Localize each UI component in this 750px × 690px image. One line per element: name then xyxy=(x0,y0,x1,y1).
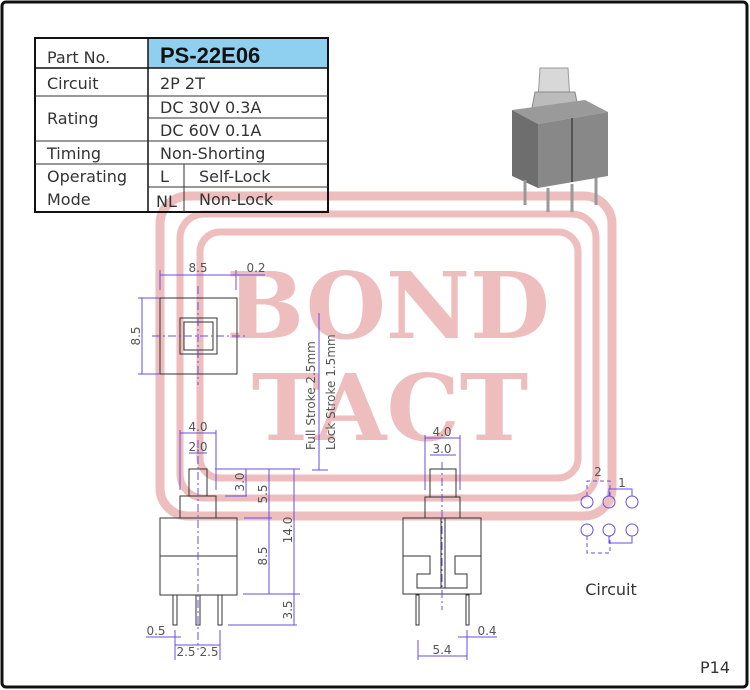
lock-stroke-label: Lock Stroke 1.5mm xyxy=(324,334,338,450)
pole-label: 2 xyxy=(594,465,602,479)
rating-label: Rating xyxy=(47,109,99,128)
timing-label: Timing xyxy=(46,144,101,163)
dim-label: 14.0 xyxy=(281,517,295,544)
dim-label: 3.0 xyxy=(233,472,247,491)
dim-label: 0.2 xyxy=(246,261,265,275)
mode-name: Non-Lock xyxy=(199,190,274,209)
watermark-line2: TACT xyxy=(252,354,529,462)
circuit-value: 2P 2T xyxy=(160,74,205,93)
watermark-logo: BOND TACT xyxy=(155,191,617,521)
mode-label: Mode xyxy=(47,190,91,209)
dim-label: 3.0 xyxy=(432,442,451,456)
pole-label: 1 xyxy=(618,476,626,490)
dim-label: 5.5 xyxy=(256,484,270,503)
side-view-drawing: 4.0 3.0 0.4 5.4 xyxy=(402,425,497,660)
dim-label: 2.0 xyxy=(188,440,207,454)
circuit-diagram: 2 1 Circuit xyxy=(580,465,639,599)
stroke-annotation: Full Stroke 2.5mm Lock Stroke 1.5mm xyxy=(304,313,338,471)
dim-label: 4.0 xyxy=(432,425,451,439)
dim-label: 8.5 xyxy=(129,326,143,345)
dim-label: 8.5 xyxy=(256,546,270,565)
page-number: P14 xyxy=(700,658,730,677)
dim-label: 3.5 xyxy=(281,600,295,619)
watermark-line1: BOND xyxy=(226,252,549,360)
mode-code: NL xyxy=(156,192,177,211)
timing-value: Non-Shorting xyxy=(160,144,265,163)
mode-name: Self-Lock xyxy=(199,167,271,186)
dim-label: 0.4 xyxy=(477,624,496,638)
spec-table: Part No. PS-22E06 Circuit 2P 2T Rating D… xyxy=(34,37,329,213)
part-no-label: Part No. xyxy=(47,48,110,67)
circuit-label: Circuit xyxy=(47,74,99,93)
dim-label: 2.5 xyxy=(199,645,218,659)
part-no-value: PS-22E06 xyxy=(160,43,260,68)
rating-value: DC 60V 0.1A xyxy=(160,121,261,140)
top-view-drawing: 8.5 0.2 8.5 xyxy=(129,261,266,385)
dim-label: 5.4 xyxy=(432,643,451,657)
mode-label: Operating xyxy=(47,167,127,186)
dim-label: 0.5 xyxy=(146,624,165,638)
dim-label: 8.5 xyxy=(188,261,207,275)
product-photo xyxy=(512,67,608,212)
circuit-caption: Circuit xyxy=(585,580,637,599)
full-stroke-label: Full Stroke 2.5mm xyxy=(304,341,318,450)
mode-code: L xyxy=(160,167,169,186)
dim-label: 4.0 xyxy=(188,420,207,434)
dim-label: 2.5 xyxy=(176,645,195,659)
rating-value: DC 30V 0.3A xyxy=(160,98,261,117)
front-view-drawing: 4.0 2.0 3.0 5.5 8.5 14.0 3.5 0.5 2.5 2.5 xyxy=(146,420,300,660)
